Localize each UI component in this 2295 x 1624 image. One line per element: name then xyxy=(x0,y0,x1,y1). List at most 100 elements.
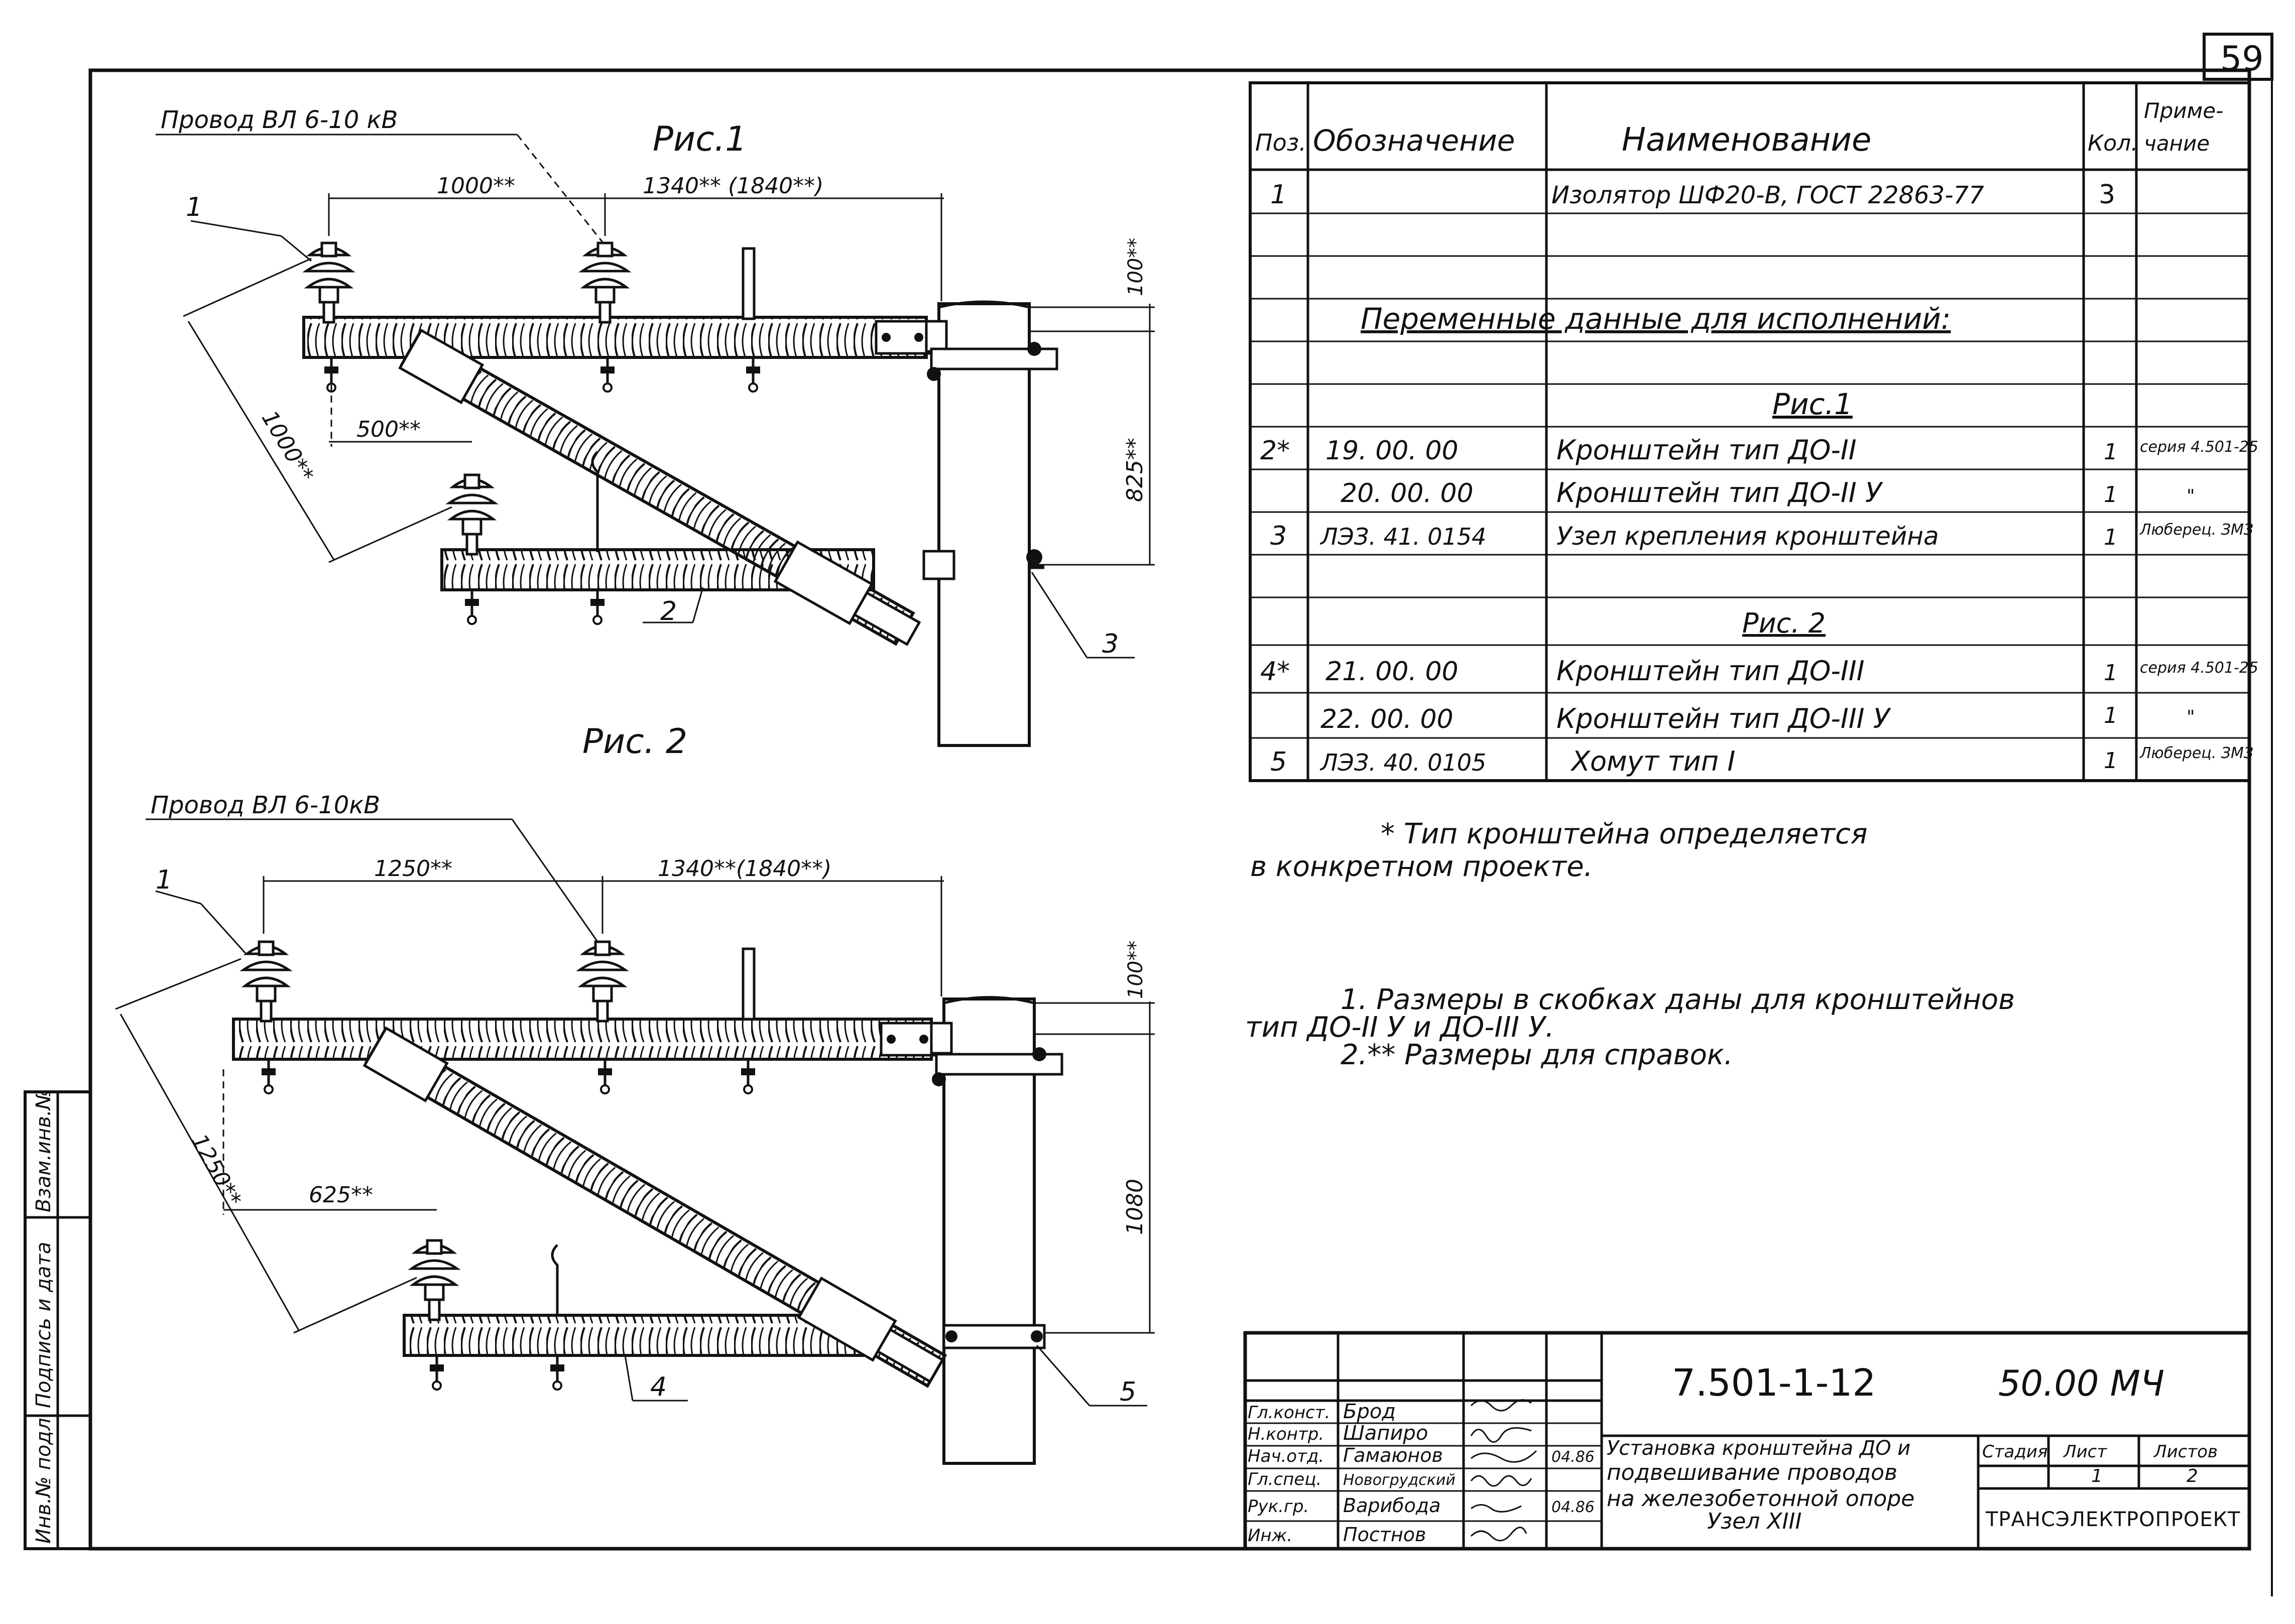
fig2-pos-4: 4 xyxy=(650,1372,667,1402)
name-2: Гамаюнов xyxy=(1343,1444,1443,1466)
role-3: Гл.спец. xyxy=(1248,1469,1321,1489)
row-1-name: Изолятор ШФ20-В, ГОСТ 22863-77 xyxy=(1551,181,1984,209)
fig2-pole xyxy=(942,997,1036,1465)
role-2: Нач.отд. xyxy=(1248,1446,1324,1466)
row-7-note: Люберец. ЗМЗ xyxy=(2139,744,2253,762)
row-7-code: ЛЭЗ. 40. 0105 xyxy=(1319,749,1486,776)
signature-4 xyxy=(1471,1504,1522,1513)
fig2-pos-1: 1 xyxy=(156,865,172,895)
side-stamp-label-replace: Взам.инв.№ xyxy=(32,1089,55,1212)
fig2-dim-diag: 1250** xyxy=(186,1130,246,1211)
sheet-label: Лист xyxy=(2063,1442,2107,1462)
row-5-note: серия 4.501-25 xyxy=(2140,659,2258,677)
signature-1 xyxy=(1470,1427,1532,1443)
col-header-note-2: чание xyxy=(2144,131,2210,156)
fig2-dim-right-top: 100** xyxy=(1124,941,1147,999)
fig2-dim-right-main: 1080 xyxy=(1122,1179,1148,1235)
row-4-note: Люберец. ЗМЗ xyxy=(2139,521,2253,539)
row-1-qty: 3 xyxy=(2099,180,2115,210)
fig2-wire-label: Провод ВЛ 6-10кВ xyxy=(151,791,380,819)
row-5-pos: 4* xyxy=(1260,657,1290,687)
row-5-qty: 1 xyxy=(2104,660,2118,686)
row-2-code: 19. 00. 00 xyxy=(1325,436,1459,466)
spec-table: Поз. Обозначение Наименование Кол. Приме… xyxy=(1249,81,2258,782)
section-fig2: Рис. 2 xyxy=(1742,607,1826,639)
fig1-title: Рис.1 xyxy=(653,119,747,159)
name-0: Брод xyxy=(1343,1400,1396,1423)
fig2-upper-crossarm xyxy=(232,1018,933,1061)
role-5: Инж. xyxy=(1248,1526,1292,1546)
note-1-line1: 1. Размеры в скобках даны для кронштейно… xyxy=(1341,983,2015,1016)
col-header-pos: Поз. xyxy=(1255,129,1306,156)
fig1-upper-crossarm xyxy=(302,316,928,359)
name-5: Постнов xyxy=(1343,1524,1426,1546)
stage-label: Стадия xyxy=(1982,1442,2047,1462)
note-star-line2: в конкретном проекте. xyxy=(1250,850,1593,883)
row-4-code: ЛЭЗ. 41. 0154 xyxy=(1319,523,1486,550)
sheets-label: Листов xyxy=(2153,1442,2218,1462)
organization: ТРАНСЭЛЕКТРОПРОЕКТ xyxy=(1985,1508,2240,1531)
sheet-value: 1 xyxy=(2091,1466,2103,1486)
sheet-number: 59 xyxy=(2220,39,2264,79)
row-1-pos: 1 xyxy=(1270,180,1287,210)
fig1-pos-3: 3 xyxy=(1102,629,1119,659)
title-line4: Узел XIII xyxy=(1707,1509,1801,1534)
role-1: Н.контр. xyxy=(1248,1424,1324,1444)
title-line1: Установка кронштейна ДО и xyxy=(1607,1437,1910,1460)
role-4: Рук.гр. xyxy=(1248,1496,1309,1517)
row-2-name: Кронштейн тип ДО-II xyxy=(1556,434,1857,466)
row-2-qty: 1 xyxy=(2104,439,2118,465)
fig1-dim-right-top: 100** xyxy=(1124,238,1147,296)
row-7-name: Хомут тип I xyxy=(1570,745,1735,777)
sheet-number-box xyxy=(2203,33,2273,81)
fig1-pole xyxy=(937,302,1031,747)
row-6-qty: 1 xyxy=(2104,703,2118,728)
title-block: 7.501-1-12 50.00 МЧ Гл.конст. Н.контр. Н… xyxy=(1243,1331,2251,1551)
notes: * Тип кронштейна определяется в конкретн… xyxy=(1245,818,2015,1071)
fig1-dim-low: 500** xyxy=(356,417,421,442)
title-line3: на железобетонной опоре xyxy=(1607,1486,1914,1512)
fig1-dim-right-main: 825** xyxy=(1122,438,1148,502)
row-2-pos: 2* xyxy=(1260,436,1290,466)
row-6-note: " xyxy=(2187,707,2195,727)
row-7-qty: 1 xyxy=(2104,748,2118,774)
row-4-qty: 1 xyxy=(2104,525,2118,550)
figure-2: Рис. 2 Провод ВЛ 6-10кВ xyxy=(115,722,1155,1465)
row-4-name: Узел крепления кронштейна xyxy=(1556,522,1939,551)
role-0: Гл.конст. xyxy=(1248,1403,1330,1423)
fig2-pos-5: 5 xyxy=(1120,1377,1136,1407)
fig2-diagonal-brace xyxy=(363,1026,947,1388)
name-4: Варибода xyxy=(1343,1494,1440,1517)
date-4: 04.86 xyxy=(1551,1498,1595,1516)
fig2-lower-crossarm xyxy=(403,1314,873,1357)
section-fig1: Рис.1 xyxy=(1772,387,1853,421)
title-line2: подвешивание проводов xyxy=(1607,1460,1897,1485)
signature-5 xyxy=(1470,1527,1527,1542)
side-stamp-label-sign: Подпись и дата xyxy=(32,1242,55,1408)
sheet-frame xyxy=(88,68,2251,1551)
row-4-pos: 3 xyxy=(1270,521,1287,551)
figure-1: Рис.1 Провод ВЛ 6-10 кВ xyxy=(156,106,1155,747)
row-5-code: 21. 00. 00 xyxy=(1325,657,1459,687)
row-3-note: " xyxy=(2187,486,2195,507)
row-2-note: серия 4.501-25 xyxy=(2140,438,2258,456)
row-7-pos: 5 xyxy=(1270,747,1287,777)
fig2-dim-low: 625** xyxy=(309,1182,373,1208)
signature-3 xyxy=(1470,1475,1532,1487)
name-3: Новогрудский xyxy=(1343,1471,1456,1489)
fig1-dim-diag: 1000** xyxy=(257,406,319,486)
row-6-name: Кронштейн тип ДО-III У xyxy=(1556,703,1891,734)
note-2: 2.** Размеры для справок. xyxy=(1341,1039,1733,1071)
fig2-dim-top-left: 1250** xyxy=(374,856,452,882)
fig2-title: Рис. 2 xyxy=(582,722,687,762)
date-2: 04.86 xyxy=(1551,1448,1595,1466)
col-header-qty: Кол. xyxy=(2088,131,2138,156)
fig1-dim-top-left: 1000** xyxy=(437,173,515,199)
col-header-code: Обозначение xyxy=(1313,123,1515,158)
fig1-diagonal-brace xyxy=(398,328,921,646)
side-stamp-label-inv: Инв.№ подл. xyxy=(32,1412,55,1544)
fig1-wire-label: Провод ВЛ 6-10 кВ xyxy=(161,106,398,134)
side-stamp: Инв.№ подл. Подпись и дата Взам.инв.№ xyxy=(24,1089,92,1550)
col-header-note-1: Приме- xyxy=(2144,98,2223,123)
